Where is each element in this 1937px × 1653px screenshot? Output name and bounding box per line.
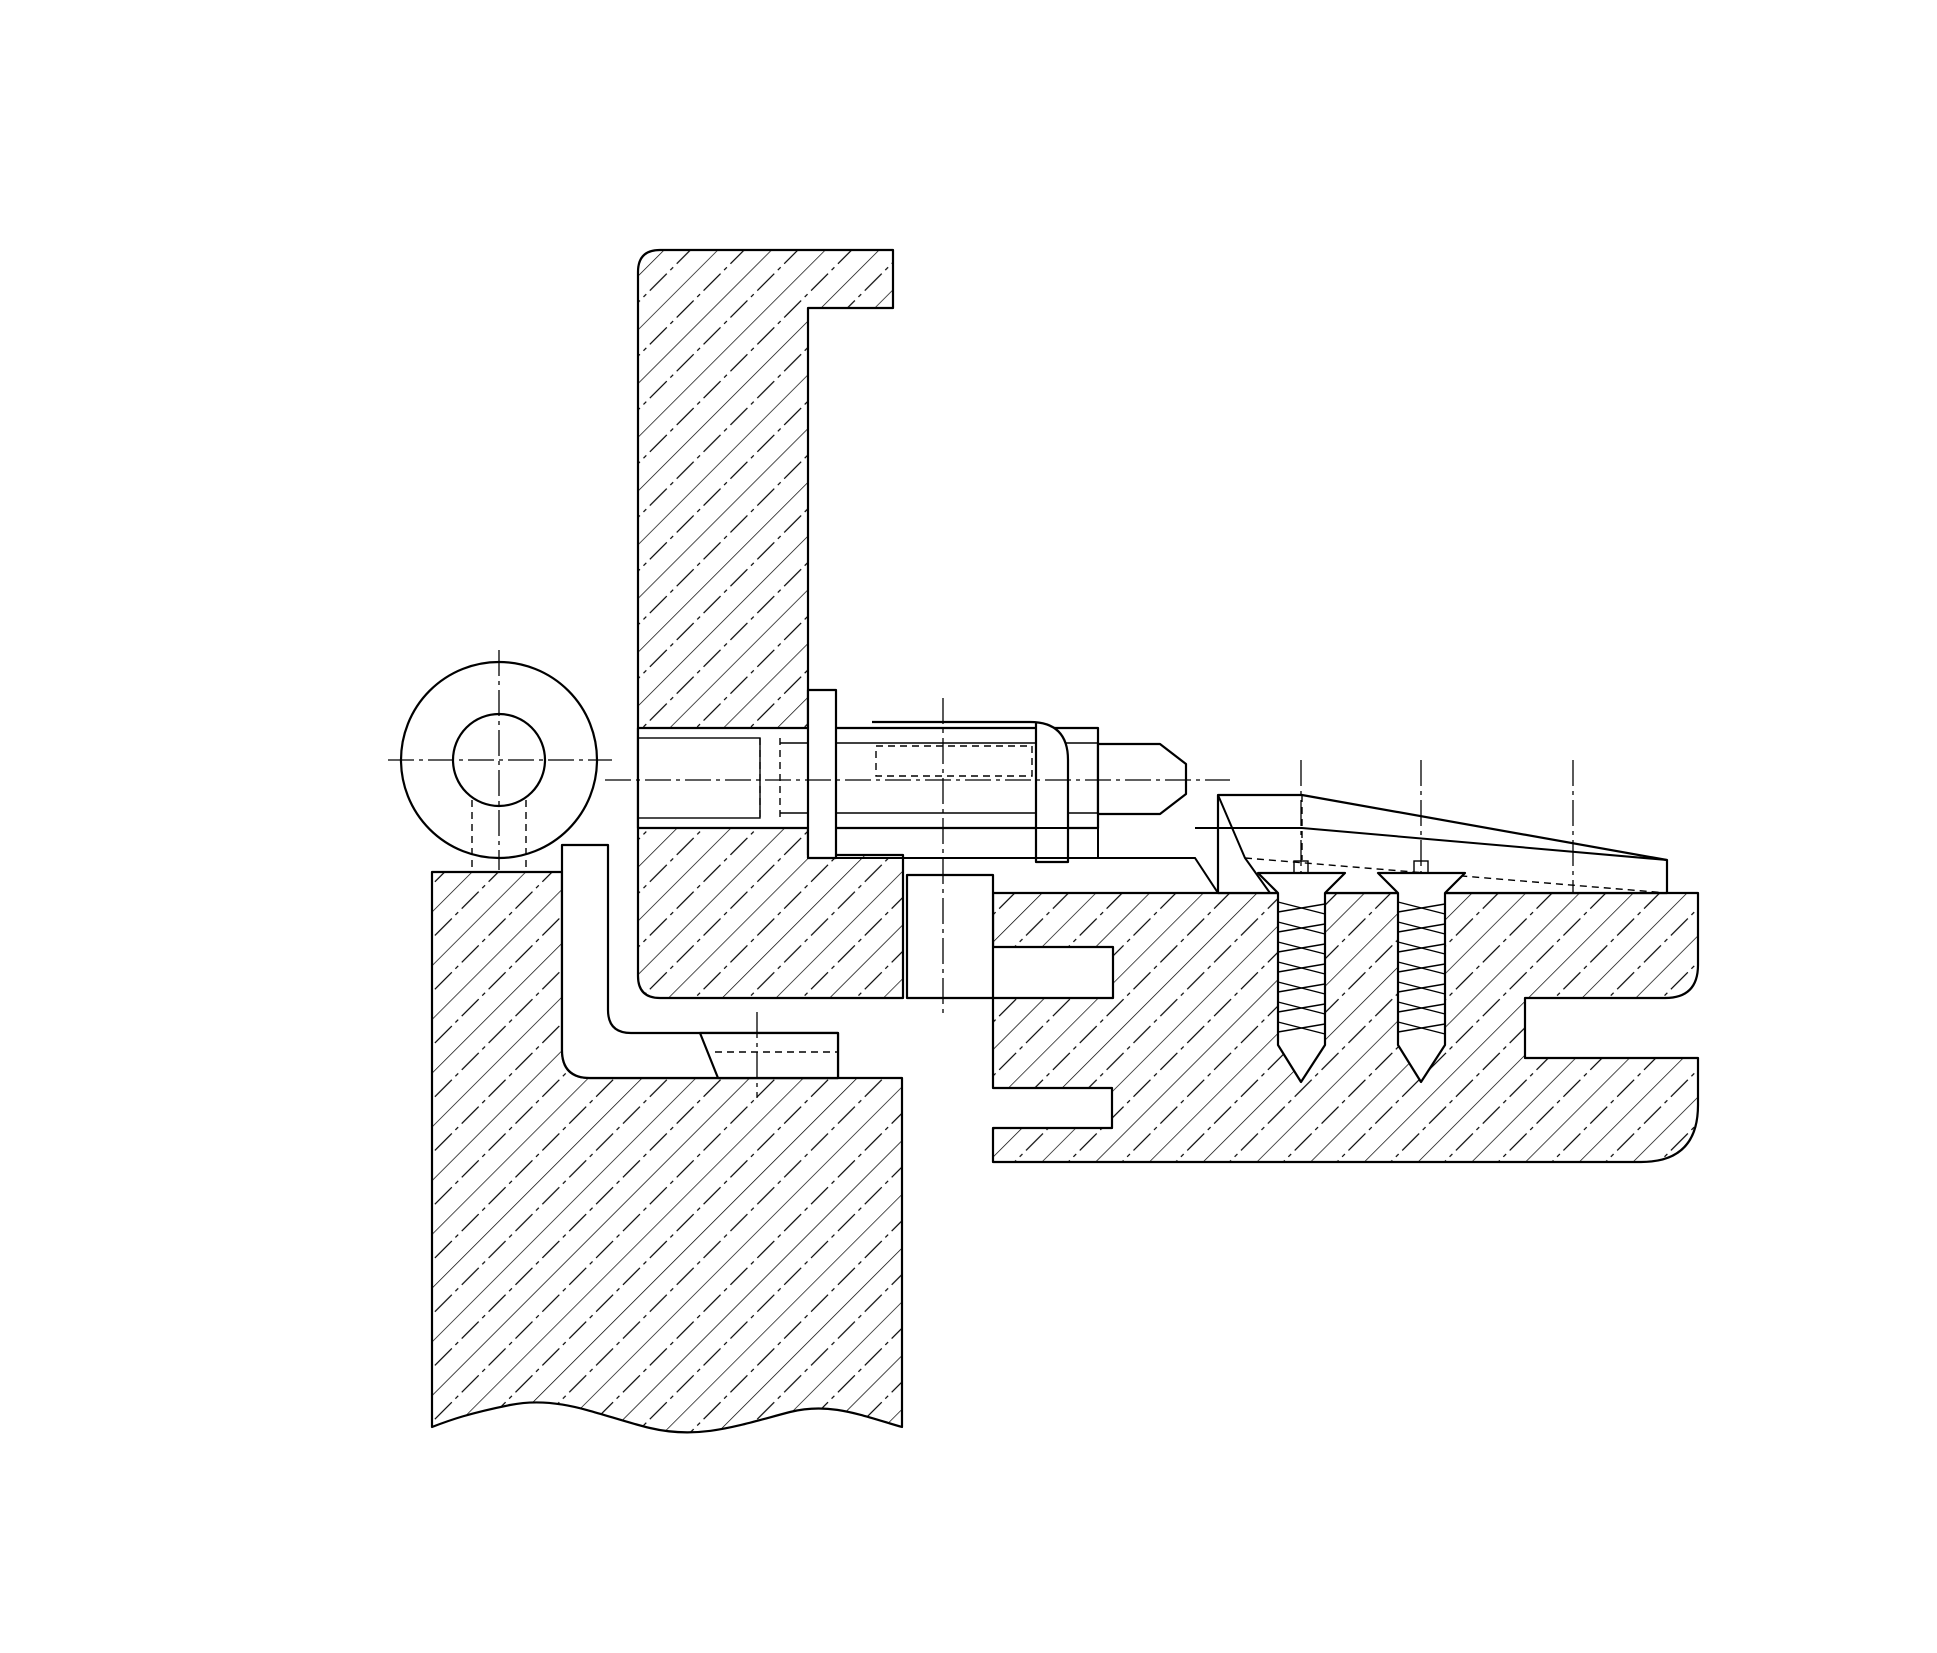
cam-gear-teeth <box>875 745 1033 777</box>
sloped-bracket <box>1216 793 1669 895</box>
axle-collar <box>806 688 838 860</box>
wood-screw-1 <box>1256 760 1347 1084</box>
bracket-inner-step <box>1195 827 1668 861</box>
spacer-block <box>905 873 995 1000</box>
guide-rail-lower <box>808 857 1219 894</box>
plate-screw-countersink <box>698 1031 840 1080</box>
wood-screw-2 <box>1376 760 1467 1084</box>
axle-tip <box>1096 742 1188 816</box>
panel-section <box>991 891 1700 1164</box>
adjustment-cam <box>872 720 1070 864</box>
door-leaf-section <box>636 248 905 1000</box>
bracket-hidden-slope <box>1244 857 1668 894</box>
